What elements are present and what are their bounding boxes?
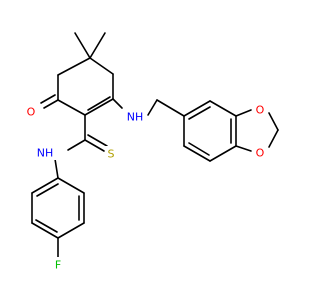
structure-svg: O NH NH S F O O bbox=[25, 32, 279, 272]
atom-symbol: O bbox=[256, 104, 265, 117]
bond-bd1 bbox=[183, 100, 211, 117]
bond-dx2 bbox=[268, 112, 279, 131]
bond-c4-c5 bbox=[57, 99, 86, 116]
oxygen-dioxole-bottom-label: O bbox=[254, 145, 266, 160]
bond-dx3 bbox=[268, 129, 279, 148]
bond-bd5 bbox=[183, 145, 211, 162]
amide-nh-label: NH bbox=[35, 145, 59, 160]
sulfur-label: S bbox=[105, 146, 117, 161]
atom-labels: O NH NH S F O O bbox=[25, 102, 266, 272]
bond-bd2 bbox=[209, 100, 237, 117]
atom-symbol: O bbox=[27, 106, 36, 119]
bond-ar4 bbox=[31, 222, 59, 239]
bond-keto-1 bbox=[43, 99, 59, 109]
bond-c1-c2 bbox=[89, 57, 114, 75]
atom-symbol: O bbox=[256, 147, 265, 160]
bonds bbox=[31, 32, 279, 258]
bond-cthio-n bbox=[67, 139, 86, 151]
bond-methyl-a bbox=[74, 32, 91, 59]
bond-ar6-inner bbox=[36, 183, 59, 197]
bond-bd1-inner bbox=[188, 106, 211, 120]
bond-nh-ch2 bbox=[147, 99, 158, 116]
bond-keto-2 bbox=[40, 94, 56, 104]
bond-c5-c6-inner bbox=[87, 96, 111, 111]
oxygen-keto-label: O bbox=[25, 104, 37, 119]
fluorine-label: F bbox=[53, 257, 64, 272]
bond-ar6 bbox=[31, 177, 59, 194]
bond-n-aryl bbox=[54, 158, 59, 179]
atom-symbol: S bbox=[108, 148, 115, 161]
atom-symbol: NH bbox=[37, 147, 54, 160]
amine-nh-label: NH bbox=[125, 109, 145, 124]
bond-bd4 bbox=[209, 145, 237, 162]
bond-c2-c3 bbox=[57, 57, 91, 76]
bond-cthio-s-2 bbox=[87, 134, 108, 147]
bond-methyl-b bbox=[89, 32, 106, 59]
bond-cthio-s-1 bbox=[84, 139, 105, 152]
bond-ar1 bbox=[57, 177, 85, 194]
atom-symbol: F bbox=[55, 259, 61, 272]
bond-dx1 bbox=[235, 109, 252, 117]
molecule-diagram: O NH NH S F O O bbox=[25, 32, 279, 272]
atom-symbol: NH bbox=[127, 111, 144, 124]
bond-dx4 bbox=[235, 145, 252, 152]
oxygen-dioxole-top-label: O bbox=[254, 102, 266, 117]
bond-c6-nh bbox=[112, 98, 123, 109]
bond-ar3 bbox=[57, 222, 85, 239]
bond-ar4-inner bbox=[35, 219, 58, 233]
bond-bd5-inner bbox=[188, 142, 210, 156]
bond-ch2-ar bbox=[156, 99, 185, 117]
bond-c5-c6 bbox=[84, 98, 114, 116]
